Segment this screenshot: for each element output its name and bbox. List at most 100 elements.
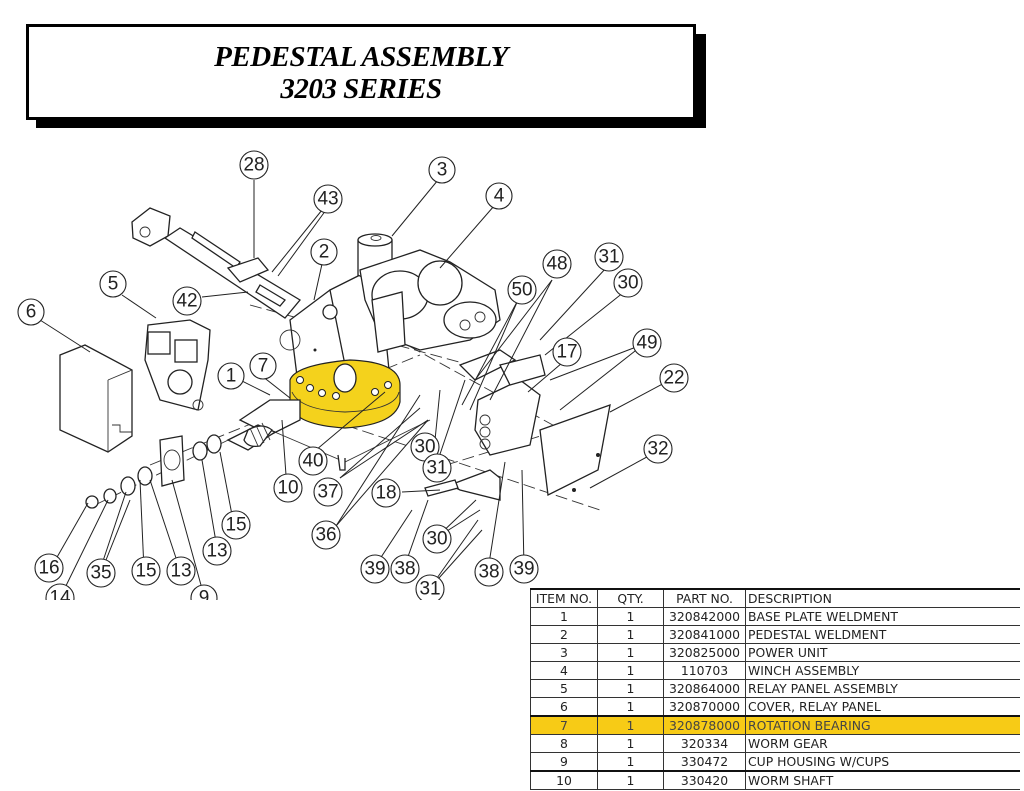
svg-text:42: 42: [176, 291, 197, 312]
balloon-13-left[interactable]: 13: [166, 556, 196, 586]
svg-text:48: 48: [546, 254, 567, 275]
balloon-30-bottom[interactable]: 30: [422, 524, 452, 554]
balloon-2[interactable]: 2: [310, 238, 338, 266]
column-header-qty: QTY.: [597, 588, 664, 608]
balloon-15-right[interactable]: 15: [221, 510, 251, 540]
table-row: 1 1 320842000 BASE PLATE WELDMENT: [530, 607, 1020, 626]
cell-description: WORM GEAR: [745, 734, 1020, 753]
balloon-5[interactable]: 5: [99, 270, 127, 298]
svg-text:2: 2: [319, 242, 330, 263]
cell-part-no: 320825000: [663, 643, 746, 662]
svg-text:9: 9: [199, 588, 210, 601]
table-row: 3 1 320825000 POWER UNIT: [530, 643, 1020, 662]
balloon-30-top[interactable]: 30: [613, 268, 643, 298]
svg-text:40: 40: [302, 451, 323, 472]
cell-part-no: 320841000: [663, 625, 746, 644]
svg-text:5: 5: [108, 274, 119, 295]
table-row: 8 1 320334 WORM GEAR: [530, 734, 1020, 753]
cell-qty: 1: [597, 607, 664, 626]
cell-description: COVER, RELAY PANEL: [745, 697, 1020, 717]
svg-text:50: 50: [511, 280, 532, 301]
balloon-37[interactable]: 37: [313, 477, 343, 507]
balloon-1[interactable]: 1: [217, 362, 245, 390]
svg-text:15: 15: [225, 515, 246, 536]
cell-part-no: 330420: [663, 770, 746, 790]
svg-text:30: 30: [617, 273, 638, 294]
cell-part-no: 320334: [663, 734, 746, 753]
cell-item-no: 2: [530, 625, 598, 644]
balloon-31-top[interactable]: 31: [594, 242, 624, 272]
winch-assembly: [359, 249, 501, 353]
balloon-50[interactable]: 50: [507, 275, 537, 305]
balloon-3[interactable]: 3: [428, 156, 456, 184]
balloon-49[interactable]: 49: [632, 328, 662, 358]
control-valve-bank: [458, 349, 546, 456]
relay-panel-cover: [59, 344, 133, 453]
balloon-30-mid[interactable]: 30: [410, 432, 440, 462]
cell-description: ROTATION BEARING: [745, 715, 1020, 735]
cell-part-no: 320870000: [663, 697, 746, 717]
page-title: PEDESTAL ASSEMBLY: [214, 41, 508, 73]
mounting-bracket: [424, 469, 501, 501]
balloon-31-bottom[interactable]: 31: [415, 574, 445, 600]
balloon-40[interactable]: 40: [298, 446, 328, 476]
balloon-39-left[interactable]: 39: [360, 554, 390, 584]
svg-text:37: 37: [317, 482, 338, 503]
svg-text:10: 10: [277, 478, 298, 499]
table-row: 5 1 320864000 RELAY PANEL ASSEMBLY: [530, 679, 1020, 698]
svg-text:1: 1: [226, 366, 237, 387]
cell-item-no: 9: [530, 752, 598, 772]
svg-text:38: 38: [394, 559, 415, 580]
page-subtitle: 3203 SERIES: [280, 73, 442, 105]
balloon-17[interactable]: 17: [552, 337, 582, 367]
cell-description: WINCH ASSEMBLY: [745, 661, 1020, 680]
balloon-22[interactable]: 22: [659, 363, 689, 393]
balloon-31-mid[interactable]: 31: [422, 453, 452, 483]
balloon-15-left[interactable]: 15: [131, 556, 161, 586]
balloon-16[interactable]: 16: [34, 553, 64, 583]
leader-lines: [39, 179, 671, 599]
cell-description: CUP HOUSING W/CUPS: [745, 752, 1020, 772]
balloon-38-left[interactable]: 38: [390, 554, 420, 584]
balloon-48[interactable]: 48: [542, 249, 572, 279]
cell-part-no: 320842000: [663, 607, 746, 626]
balloon-10[interactable]: 10: [273, 473, 303, 503]
table-row: 6 1 320870000 COVER, RELAY PANEL: [530, 697, 1020, 717]
balloon-4[interactable]: 4: [485, 182, 513, 210]
balloon-14[interactable]: 14: [45, 583, 75, 600]
balloon-38-right[interactable]: 38: [474, 557, 504, 587]
balloon-18[interactable]: 18: [371, 478, 401, 508]
balloon-39-right[interactable]: 39: [509, 554, 539, 584]
balloon-36[interactable]: 36: [311, 520, 341, 550]
cell-part-no: 110703: [663, 661, 746, 680]
balloon-32[interactable]: 32: [643, 434, 673, 464]
svg-text:43: 43: [317, 189, 338, 210]
cell-qty: 1: [597, 625, 664, 644]
svg-text:32: 32: [647, 439, 668, 460]
table-row: 2 1 320841000 PEDESTAL WELDMENT: [530, 625, 1020, 644]
svg-text:30: 30: [414, 437, 435, 458]
cell-item-no: 3: [530, 643, 598, 662]
balloon-42[interactable]: 42: [172, 286, 202, 316]
svg-text:22: 22: [663, 368, 684, 389]
hydraulic-cylinder: [131, 207, 301, 319]
balloon-28[interactable]: 28: [239, 150, 269, 180]
cell-qty: 1: [597, 661, 664, 680]
table-row: 10 1 330420 WORM SHAFT: [530, 770, 1020, 790]
balloon-35[interactable]: 35: [86, 558, 116, 588]
cell-qty: 1: [597, 734, 664, 753]
cell-description: POWER UNIT: [745, 643, 1020, 662]
balloon-43[interactable]: 43: [313, 184, 343, 214]
svg-text:15: 15: [135, 561, 156, 582]
svg-text:31: 31: [598, 247, 619, 268]
rotation-bearing: [289, 359, 401, 429]
svg-text:13: 13: [170, 561, 191, 582]
balloon-9[interactable]: 9: [190, 584, 218, 601]
balloon-13-right[interactable]: 13: [202, 536, 232, 566]
relay-panel-assembly: [144, 319, 211, 411]
cover-plate: [539, 404, 611, 496]
column-header-description: DESCRIPTION: [745, 588, 1020, 608]
svg-text:16: 16: [38, 558, 59, 579]
balloon-7[interactable]: 7: [249, 352, 277, 380]
balloon-6[interactable]: 6: [17, 298, 45, 326]
